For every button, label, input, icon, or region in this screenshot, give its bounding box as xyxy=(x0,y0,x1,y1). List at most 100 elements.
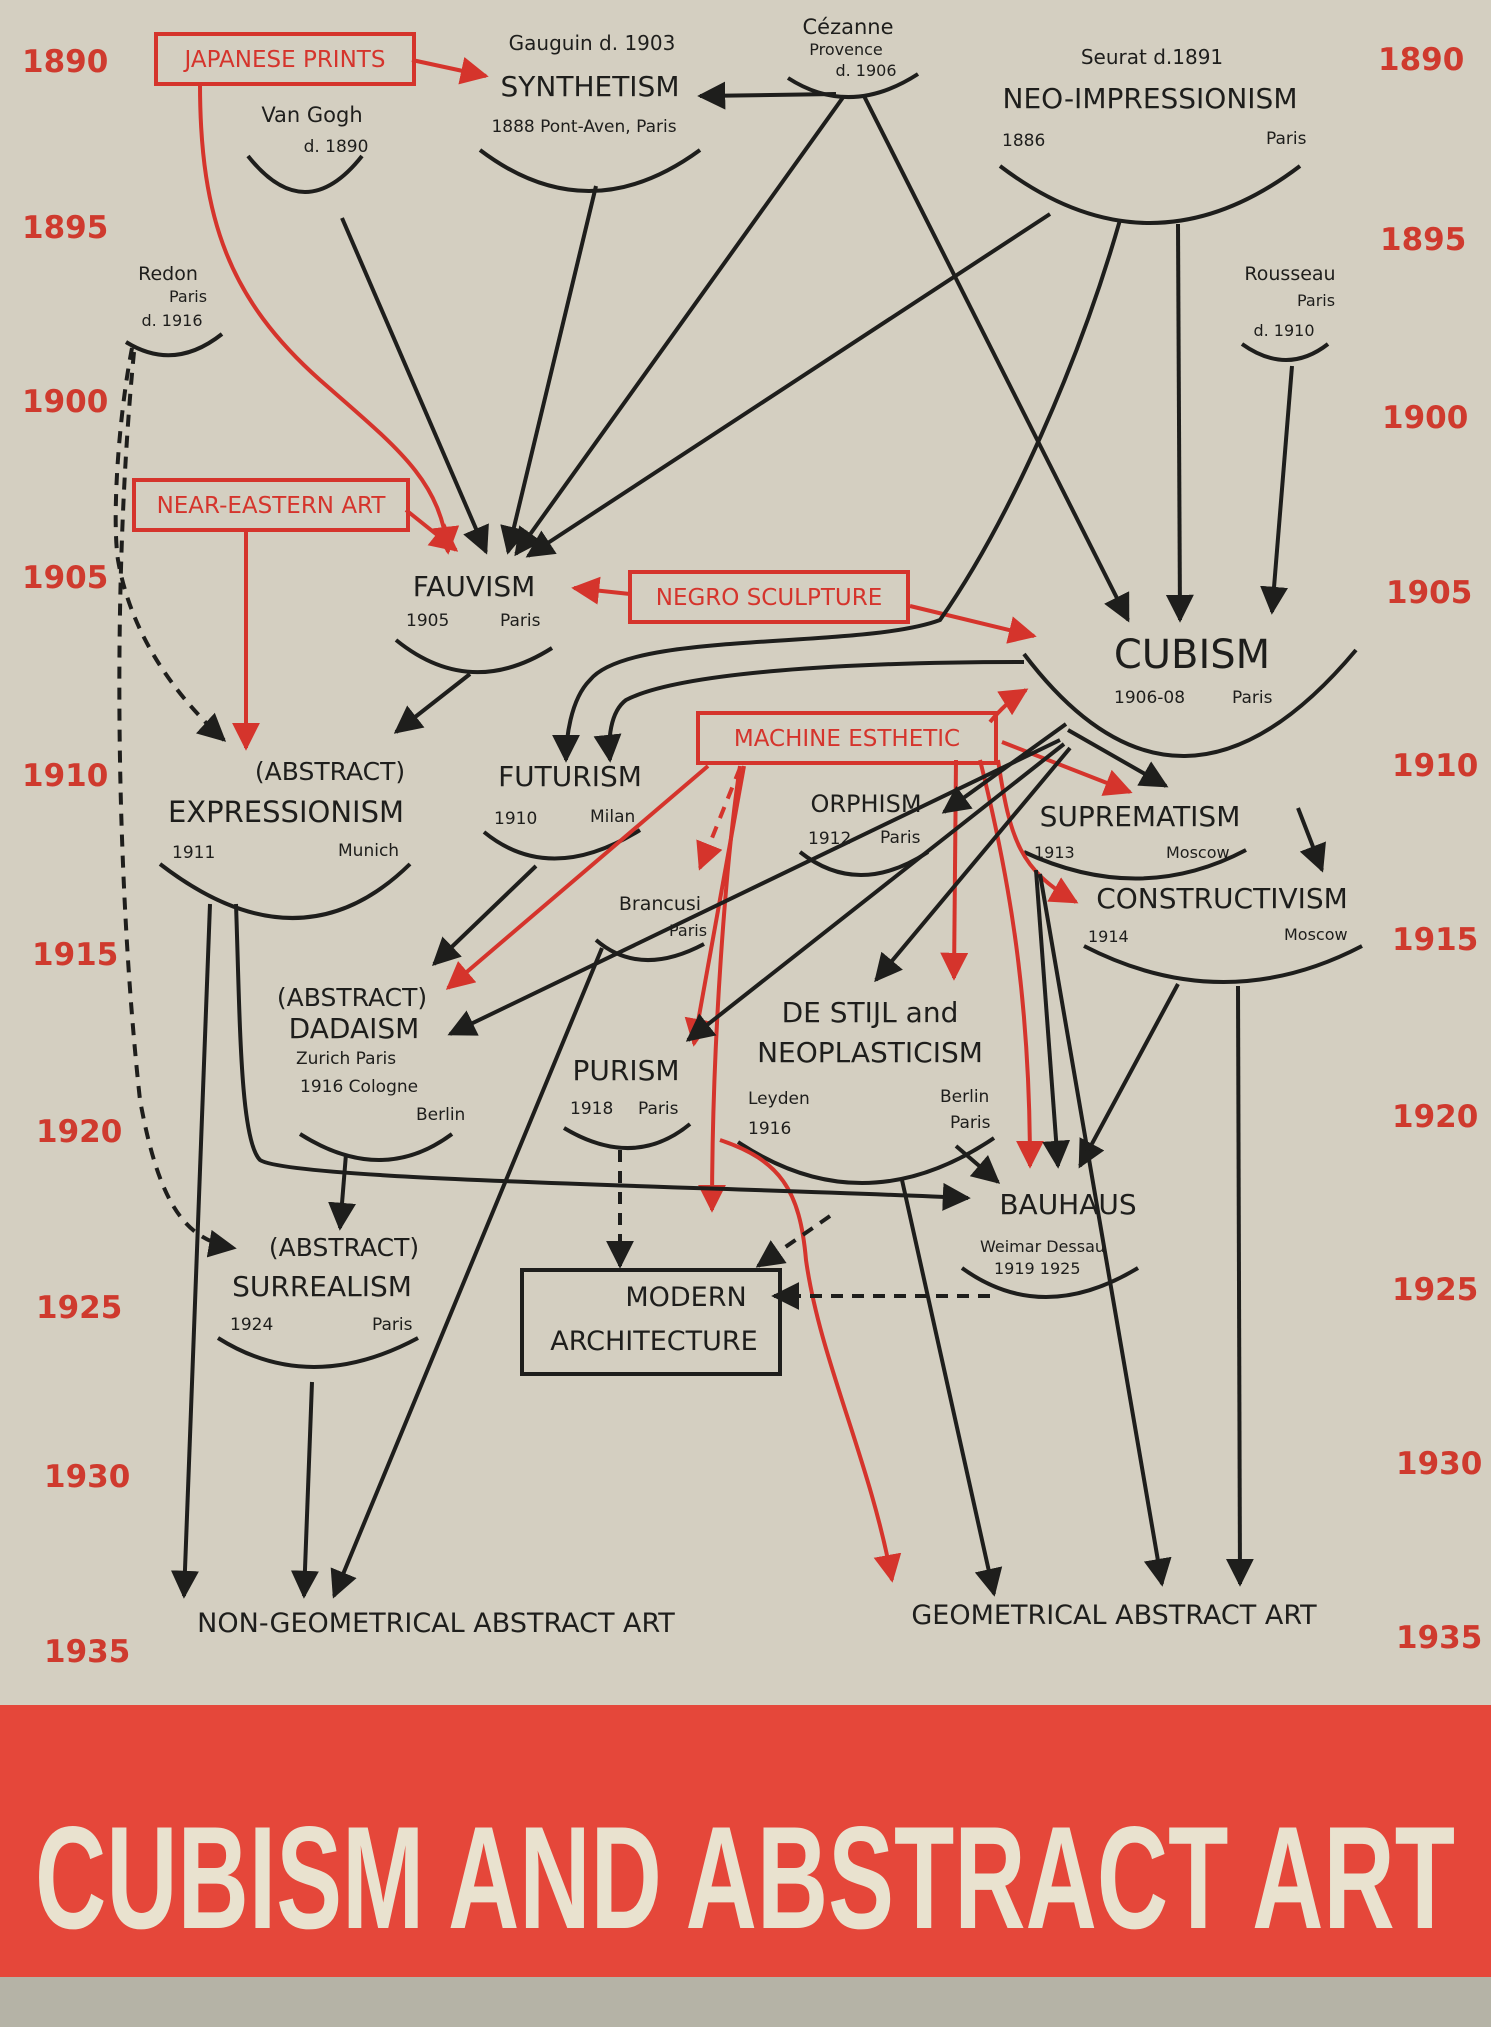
title-band xyxy=(0,1705,1491,1977)
arrow-neo-to-cubism xyxy=(1165,223,1194,623)
year-label: 1925 xyxy=(1392,1272,1478,1308)
rousseau-name: Rousseau xyxy=(1244,263,1335,285)
machine-esthetic-box: MACHINE ESTHETIC xyxy=(696,711,998,765)
geometrical-abstract-art-label: GEOMETRICAL ABSTRACT ART xyxy=(911,1600,1317,1631)
de-stijl-place-b: Berlin xyxy=(940,1087,989,1107)
arrow-suprematism-to-bauhaus xyxy=(1034,869,1071,1169)
suprematism-arc xyxy=(1023,848,1247,881)
bauhaus-arc xyxy=(960,1266,1140,1299)
arrow-cezanne-to-cubism xyxy=(862,95,1130,623)
non-geometrical-abstract-art-label: NON-GEOMETRICAL ABSTRACT ART xyxy=(197,1608,675,1639)
year-label: 1910 xyxy=(22,758,108,794)
surrealism-prefix: (ABSTRACT) xyxy=(269,1233,419,1262)
surrealism-year: 1924 xyxy=(230,1315,273,1335)
year-label: 1925 xyxy=(36,1290,122,1326)
purism-node: PURISM 1918 Paris xyxy=(570,1054,680,1119)
redon-name: Redon xyxy=(138,263,198,285)
van-gogh-node: Van Gogh d. 1890 xyxy=(261,103,368,157)
black-influence-arrows xyxy=(170,81,1326,1599)
year-label: 1920 xyxy=(36,1114,122,1150)
cezanne-name: Cézanne xyxy=(802,15,893,39)
arrow-fauvism-to-expressionism xyxy=(393,672,472,734)
japanese-prints-box: JAPANESE PRINTS xyxy=(154,32,416,86)
cubism-node: CUBISM 1906-08 Paris xyxy=(1114,632,1273,708)
surrealism-place: Paris xyxy=(372,1315,413,1335)
modern-architecture-line1: MODERN xyxy=(625,1282,746,1313)
negro-sculpture-label: NEGRO SCULPTURE xyxy=(656,585,883,611)
expressionism-arc xyxy=(158,862,412,920)
synthetism-node: SYNTHETISM 1888 Pont-Aven, Paris xyxy=(491,70,679,137)
futurism-node: FUTURISM 1910 Milan xyxy=(494,760,642,829)
gauguin-label: Gauguin d. 1903 xyxy=(509,31,676,55)
dadaism-prefix: (ABSTRACT) xyxy=(277,983,427,1012)
year-label: 1895 xyxy=(1380,222,1466,258)
synthetism-name: SYNTHETISM xyxy=(501,70,680,103)
year-label: 1935 xyxy=(1396,1620,1482,1656)
redon-place: Paris xyxy=(169,287,207,306)
orphism-year: 1912 xyxy=(808,829,851,849)
year-label: 1905 xyxy=(1386,575,1472,611)
cezanne-node: Cézanne Provence d. 1906 xyxy=(802,15,896,80)
fauvism-place: Paris xyxy=(500,611,541,631)
arrow-cubism-to-futurism xyxy=(593,660,1025,763)
arrow-purism-to-geometrical xyxy=(719,1138,902,1583)
arrow-cubism-to-geometrical xyxy=(1038,873,1172,1587)
year-label: 1890 xyxy=(22,44,108,80)
year-label: 1900 xyxy=(1382,400,1468,436)
arrow-destijl-to-architecture-dashed xyxy=(755,1214,832,1268)
japanese-prints-label: JAPANESE PRINTS xyxy=(183,47,386,73)
brancusi-node: Brancusi Paris xyxy=(619,893,707,940)
arrow-constructivism-to-bauhaus xyxy=(1078,983,1180,1169)
cloth-spine xyxy=(0,1977,1491,2027)
bauhaus-node: BAUHAUS Weimar Dessau 1919 1925 xyxy=(980,1188,1137,1278)
arrow-japanese-to-synthetism xyxy=(411,56,489,85)
surrealism-node: (ABSTRACT) SURREALISM 1924 Paris xyxy=(230,1233,419,1335)
year-scale-right: 1890 1895 1900 1905 1910 1915 1920 1925 … xyxy=(1378,42,1482,1656)
near-eastern-art-box: NEAR-EASTERN ART xyxy=(132,478,410,532)
surrealism-name: SURREALISM xyxy=(232,1270,412,1303)
cezanne-died: d. 1906 xyxy=(835,61,896,80)
arrow-neo-to-futurism xyxy=(552,219,1122,763)
bauhaus-years: 1919 1925 xyxy=(994,1259,1081,1278)
arrow-redon-to-expressionism-dashed xyxy=(113,347,227,742)
rousseau-node: Rousseau Paris d. 1910 xyxy=(1244,263,1335,340)
futurism-name: FUTURISM xyxy=(498,760,642,793)
expressionism-place: Munich xyxy=(338,841,399,861)
dadaism-line1: Zurich Paris xyxy=(296,1049,396,1069)
expressionism-name: EXPRESSIONISM xyxy=(168,795,404,829)
neo-impressionism-place: Paris xyxy=(1266,129,1307,149)
cubism-year: 1906-08 xyxy=(1114,688,1185,708)
gauguin-node: Gauguin d. 1903 xyxy=(509,31,676,55)
arrow-dadaism-to-surrealism xyxy=(328,1153,356,1231)
synthetism-detail: 1888 Pont-Aven, Paris xyxy=(491,117,676,137)
brancusi-place: Paris xyxy=(669,921,707,940)
expressionism-year: 1911 xyxy=(172,843,215,863)
cezanne-arc xyxy=(786,72,920,100)
suprematism-year: 1913 xyxy=(1034,843,1075,862)
year-label: 1935 xyxy=(44,1634,130,1670)
arrow-cubism-to-constructivism xyxy=(1296,807,1326,873)
arrow-vangogh-to-fauvism xyxy=(340,217,489,555)
redon-node: Redon Paris d. 1916 xyxy=(138,263,207,330)
orphism-place: Paris xyxy=(880,828,921,848)
arrow-cubism-to-purism xyxy=(685,742,1066,1042)
van-gogh-died: d. 1890 xyxy=(304,137,369,157)
constructivism-arc xyxy=(1083,944,1363,984)
purism-year: 1918 xyxy=(570,1099,613,1119)
synthetism-arc xyxy=(478,148,702,193)
arrow-destijl-to-bauhaus xyxy=(954,1144,1001,1184)
de-stijl-node: DE STIJL and NEOPLASTICISM Leyden 1916 B… xyxy=(748,996,991,1139)
fauvism-arc xyxy=(394,638,554,674)
dashed-influence-arrows xyxy=(113,347,990,1310)
dadaism-line3: Berlin xyxy=(416,1105,465,1125)
year-label: 1905 xyxy=(22,560,108,596)
arrow-machine-to-architecture xyxy=(698,765,742,1213)
de-stijl-line2: NEOPLASTICISM xyxy=(757,1036,983,1069)
arrow-expressionism-to-nongeometrical xyxy=(170,903,212,1599)
suprematism-node: SUPREMATISM 1913 Moscow xyxy=(1034,800,1240,862)
fauvism-name: FAUVISM xyxy=(413,570,536,603)
purism-arc xyxy=(562,1122,692,1151)
red-influence-arrows xyxy=(198,56,1133,1583)
rousseau-arc xyxy=(1240,342,1330,362)
